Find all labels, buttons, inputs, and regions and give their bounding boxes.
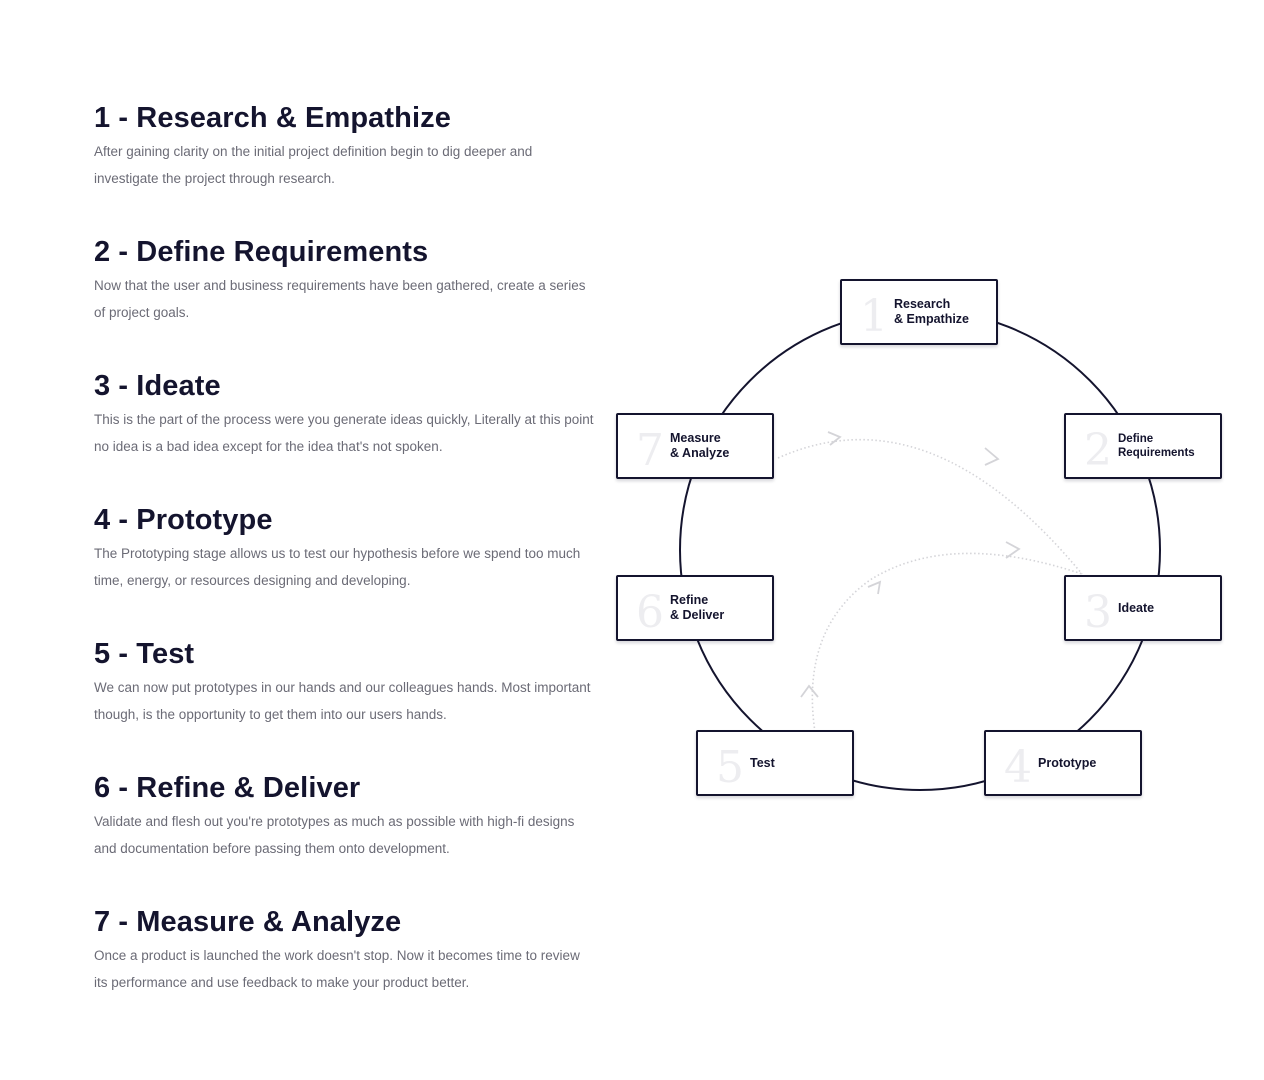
- step-6: 6 - Refine & Deliver Validate and flesh …: [94, 768, 594, 862]
- step-title: 2 - Define Requirements: [94, 236, 429, 268]
- cycle-node-research: 1 Research & Empathize: [840, 279, 998, 345]
- cycle-ring: [679, 309, 1161, 791]
- step-title: 1 - Research & Empathize: [94, 102, 451, 134]
- chevron-right-icon: [827, 431, 842, 446]
- chevron-right-icon: [984, 447, 1000, 466]
- step-5: 5 - Test We can now put prototypes in ou…: [94, 634, 594, 728]
- step-description: We can now put prototypes in our hands a…: [94, 680, 591, 722]
- node-label: Ideate: [1118, 600, 1155, 615]
- step-3: 3 - Ideate This is the part of the proce…: [94, 366, 594, 460]
- node-number: 4: [1004, 742, 1032, 793]
- cycle-node-define: 2 Define Requirements: [1064, 413, 1222, 479]
- node-label: Test: [750, 755, 775, 770]
- step-title: 6 - Refine & Deliver: [94, 772, 361, 804]
- step-4: 4 - Prototype The Prototyping stage allo…: [94, 500, 594, 594]
- cycle-node-test: 5 Test: [696, 730, 854, 796]
- step-title: 7 - Measure & Analyze: [94, 906, 402, 938]
- step-2: 2 - Define Requirements Now that the use…: [94, 232, 594, 326]
- loop-arrow-measure-to-define: [777, 438, 1083, 575]
- node-label: Define Requirements: [1118, 433, 1195, 459]
- node-label: Measure & Analyze: [670, 431, 730, 460]
- step-description: Now that the user and business requireme…: [94, 278, 586, 320]
- chevron-right-icon: [1005, 541, 1021, 559]
- cycle-node-measure: 7 Measure & Analyze: [616, 413, 774, 479]
- step-title: 4 - Prototype: [94, 504, 273, 536]
- chevron-up-icon: [867, 580, 882, 595]
- step-description: Validate and flesh out you're prototypes…: [94, 814, 575, 856]
- node-label: Prototype: [1038, 755, 1097, 770]
- cycle-node-ideate: 3 Ideate: [1064, 575, 1222, 641]
- step-description: After gaining clarity on the initial pro…: [94, 144, 533, 186]
- step-title: 3 - Ideate: [94, 370, 221, 402]
- node-number: 5: [716, 742, 744, 793]
- step-title: 5 - Test: [94, 638, 195, 670]
- chevron-up-icon: [800, 684, 819, 698]
- node-label: Research & Empathize: [894, 297, 970, 326]
- loop-arrow-test-to-ideate: [811, 552, 1083, 733]
- cycle-node-prototype: 4 Prototype: [984, 730, 1142, 796]
- step-description: Once a product is launched the work does…: [94, 948, 580, 990]
- step-7: 7 - Measure & Analyze Once a product is …: [94, 902, 594, 996]
- step-description: This is the part of the process were you…: [94, 412, 594, 454]
- node-number: 3: [1084, 587, 1112, 638]
- node-number: 7: [636, 425, 664, 476]
- cycle-node-refine: 6 Refine & Deliver: [616, 575, 774, 641]
- node-number: 2: [1084, 425, 1112, 476]
- node-number: 6: [636, 587, 664, 638]
- node-number: 1: [860, 291, 888, 342]
- step-1: 1 - Research & Empathize After gaining c…: [94, 98, 594, 192]
- step-description: The Prototyping stage allows us to test …: [94, 546, 581, 588]
- node-label: Refine & Deliver: [670, 593, 725, 622]
